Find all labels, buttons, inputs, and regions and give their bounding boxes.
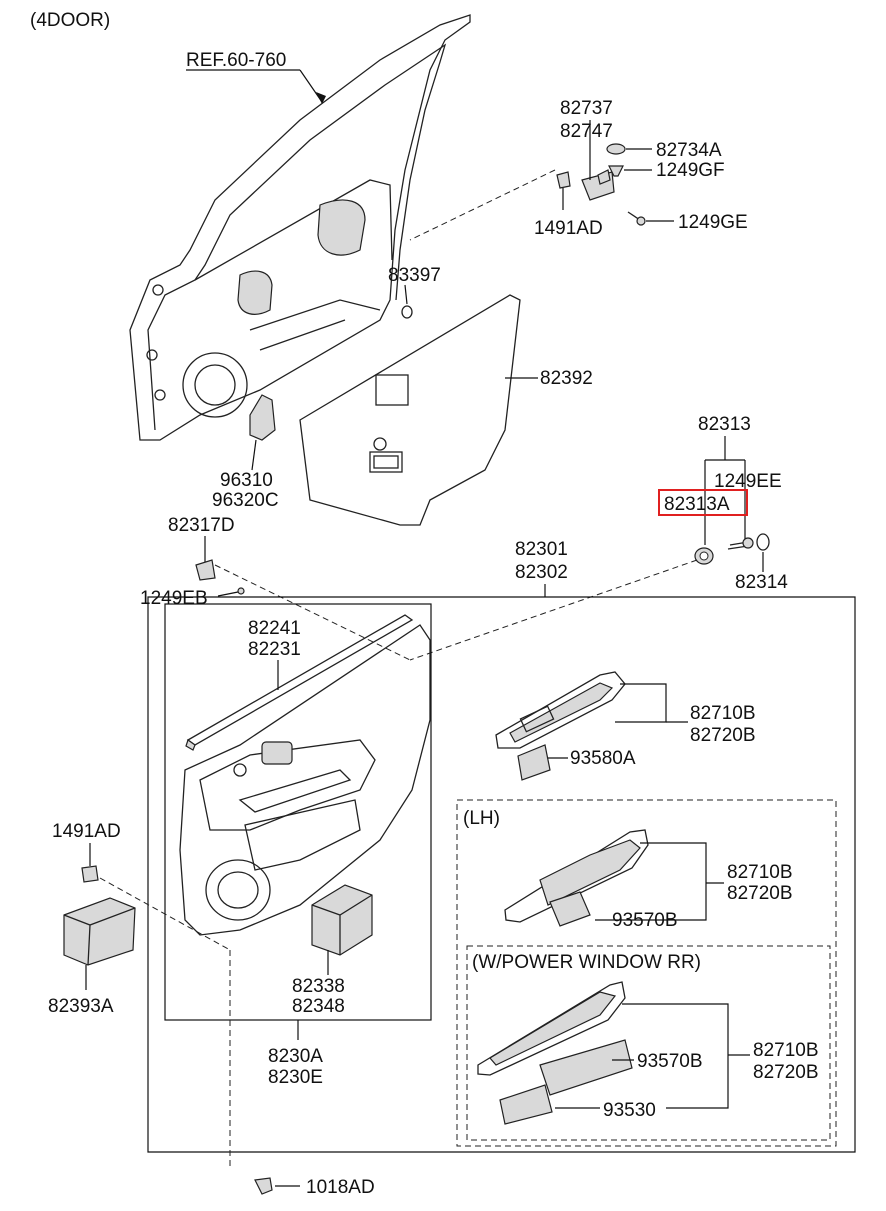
rr-switch-panel-drawing <box>477 981 633 1125</box>
label-1249ge: 1249GE <box>678 212 748 233</box>
nut-drawing <box>81 865 99 883</box>
door-trim-panel-drawing <box>179 614 431 936</box>
label-82710b-3: 82710B <box>753 1040 819 1061</box>
label-93580a: 93580A <box>570 748 636 769</box>
label-82737: 82737 <box>560 98 613 119</box>
label-82720b-2: 82720B <box>727 883 793 904</box>
label-1491ad-left: 1491AD <box>52 821 121 842</box>
switch-panel-drawing <box>495 671 626 781</box>
label-1491ad-top: 1491AD <box>534 218 603 239</box>
hinge-bracket-drawing <box>556 143 646 226</box>
highlight-box-82313a <box>658 489 748 516</box>
trim-panel-frame <box>164 603 432 1021</box>
label-8230a: 8230A <box>268 1046 323 1067</box>
label-8230e: 8230E <box>268 1067 323 1088</box>
door-frame-drawing <box>129 14 471 441</box>
label-1018ad: 1018AD <box>306 1177 375 1198</box>
grommet-drawing <box>694 533 770 565</box>
label-82710b-2: 82710B <box>727 862 793 883</box>
label-82393a: 82393A <box>48 996 114 1017</box>
label-82302: 82302 <box>515 562 568 583</box>
label-96310: 96310 <box>220 470 273 491</box>
lh-variant-box <box>456 799 837 1147</box>
label-ref: REF.60-760 <box>186 50 286 71</box>
label-1249eb: 1249EB <box>140 588 208 609</box>
trim-assembly-frame <box>147 596 856 1153</box>
lh-label: (LH) <box>463 808 500 829</box>
label-82720b-3: 82720B <box>753 1062 819 1083</box>
label-82392: 82392 <box>540 368 593 389</box>
label-1249ee: 1249EE <box>714 471 782 492</box>
lh-switch-panel-drawing <box>504 829 649 927</box>
label-82747: 82747 <box>560 121 613 142</box>
label-82710b-1: 82710B <box>690 703 756 724</box>
label-82313: 82313 <box>698 414 751 435</box>
clip-drawing <box>195 559 216 581</box>
power-window-variant-box <box>466 945 831 1141</box>
power-window-label: (W/POWER WINDOW RR) <box>472 952 701 973</box>
label-93570b-2: 93570B <box>637 1051 703 1072</box>
label-82734a: 82734A <box>656 140 722 161</box>
sealing-sheet-drawing <box>299 294 521 526</box>
label-82348: 82348 <box>292 996 345 1017</box>
screw-drawing <box>254 1177 273 1195</box>
label-93570b-1: 93570B <box>612 910 678 931</box>
label-82317d: 82317D <box>168 515 235 536</box>
label-83397: 83397 <box>388 265 441 286</box>
label-1249gf: 1249GF <box>656 160 725 181</box>
label-82313a: 82313A <box>664 494 730 515</box>
label-82338: 82338 <box>292 976 345 997</box>
label-93530: 93530 <box>603 1100 656 1121</box>
label-82314: 82314 <box>735 572 788 593</box>
label-96320c: 96320C <box>212 490 279 511</box>
label-82720b-1: 82720B <box>690 725 756 746</box>
pad-drawing <box>311 884 373 956</box>
label-82301: 82301 <box>515 539 568 560</box>
module-drawing <box>63 897 136 966</box>
variant-label: (4DOOR) <box>30 10 110 31</box>
label-82231: 82231 <box>248 639 301 660</box>
label-82241: 82241 <box>248 618 301 639</box>
